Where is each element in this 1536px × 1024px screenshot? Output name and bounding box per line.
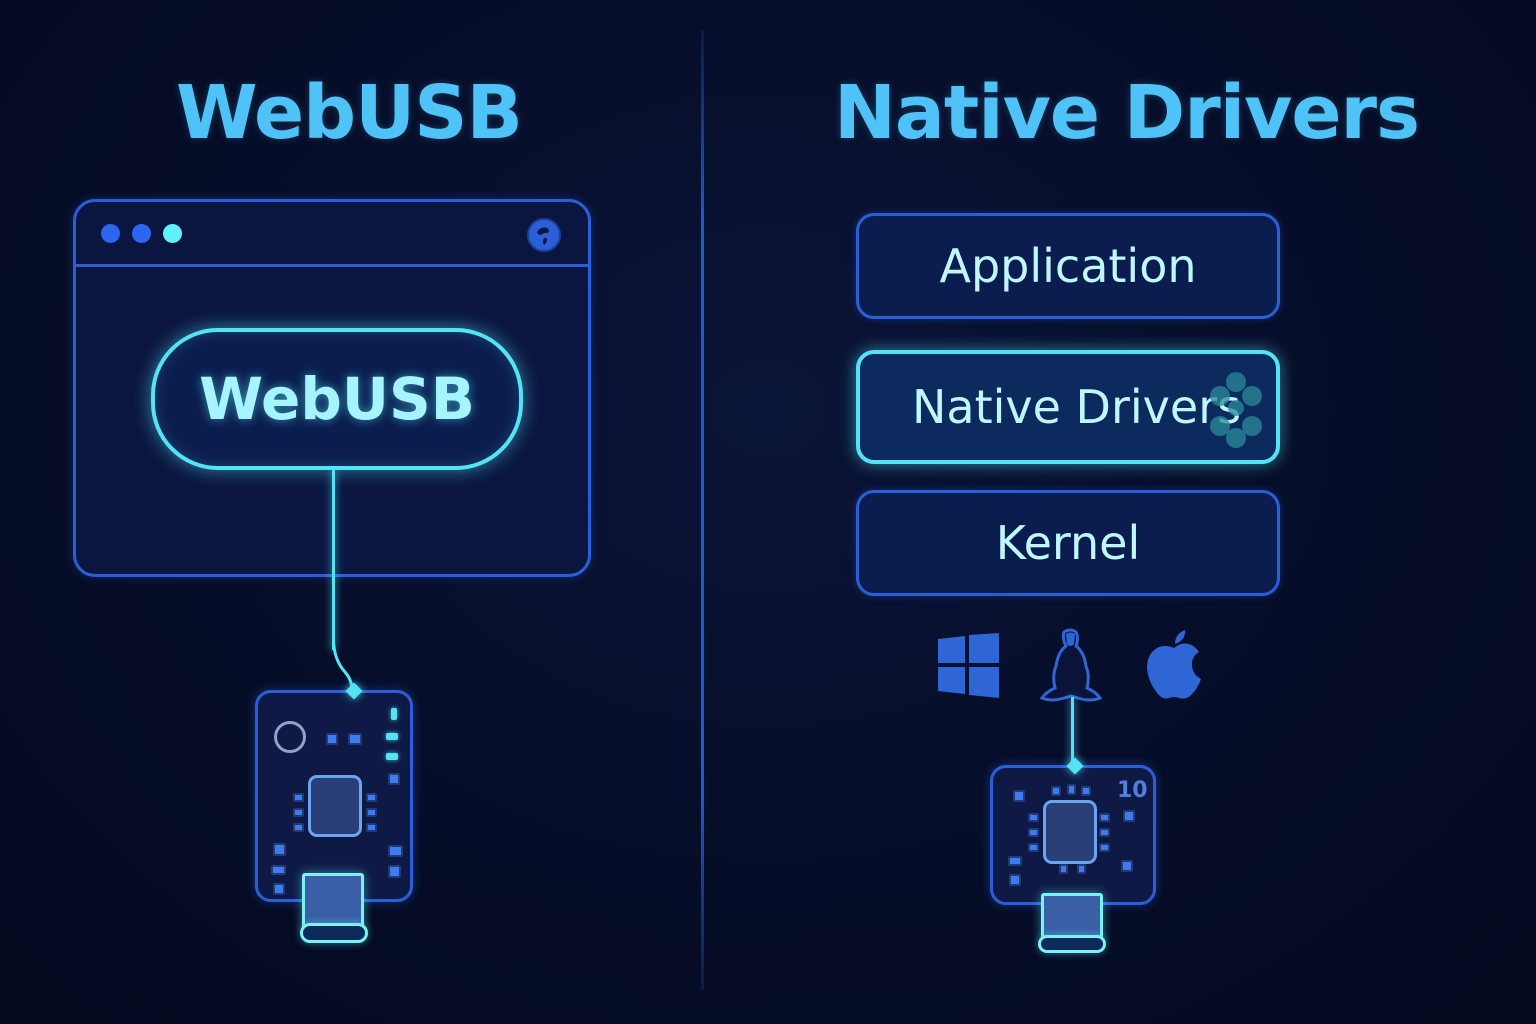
connection-wire-curve — [332, 640, 354, 690]
pad — [1009, 874, 1021, 886]
pad — [1123, 810, 1135, 822]
pad — [271, 865, 286, 875]
pad — [388, 845, 403, 857]
pad — [366, 793, 377, 802]
pad — [1067, 784, 1076, 795]
pad — [1051, 786, 1061, 796]
led-indicator — [386, 733, 398, 740]
pad — [1121, 860, 1133, 872]
panel-divider — [701, 30, 704, 990]
pad — [273, 843, 286, 856]
linux-icon — [1039, 628, 1103, 702]
pad — [1081, 786, 1091, 796]
pad — [293, 808, 304, 817]
usb-connector — [302, 873, 364, 929]
processor-chip — [308, 775, 362, 837]
pad — [1099, 828, 1110, 837]
pad — [348, 733, 362, 745]
board-marking: 10 — [1117, 778, 1148, 803]
webusb-api-pill[interactable]: WebUSB — [151, 328, 523, 470]
pad — [388, 773, 400, 785]
pad — [1099, 843, 1110, 852]
pad — [1099, 813, 1110, 822]
pad — [293, 823, 304, 832]
processor-chip — [1043, 800, 1097, 864]
layer-native-drivers[interactable]: Native Drivers — [856, 350, 1280, 464]
apple-icon — [1147, 630, 1201, 699]
native-drivers-title: Native Drivers — [834, 70, 1420, 156]
usb-connector-tip — [300, 923, 368, 943]
layer-application[interactable]: Application — [856, 213, 1280, 319]
mount-hole — [274, 721, 306, 753]
pad — [1028, 813, 1039, 822]
pad — [366, 808, 377, 817]
browser-title-bar — [76, 202, 588, 267]
pad — [293, 793, 304, 802]
pad — [326, 733, 338, 745]
pad — [388, 865, 401, 878]
connection-wire — [1071, 697, 1074, 763]
pad — [1059, 864, 1068, 874]
connector-node — [1066, 757, 1084, 775]
connection-wire — [332, 470, 335, 650]
pad — [1008, 856, 1022, 866]
windows-icon — [938, 633, 999, 698]
window-dot-1[interactable] — [101, 224, 120, 243]
webusb-title: WebUSB — [176, 70, 523, 156]
pad — [1028, 843, 1039, 852]
window-dot-2[interactable] — [132, 224, 151, 243]
pad — [1077, 864, 1086, 874]
usb-connector — [1041, 893, 1103, 941]
driver-puzzle-icon — [1210, 372, 1262, 448]
usb-device-board — [255, 682, 413, 902]
layer-kernel[interactable]: Kernel — [856, 490, 1280, 596]
usb-connector-tip — [1038, 935, 1106, 953]
pad — [273, 883, 285, 895]
globe-icon — [527, 218, 561, 252]
window-dot-3[interactable] — [163, 224, 182, 243]
usb-device-board: 10 — [990, 757, 1156, 905]
pad — [1013, 790, 1025, 802]
pad — [1028, 828, 1039, 837]
browser-window: WebUSB — [73, 199, 591, 577]
led-indicator — [391, 708, 397, 720]
led-indicator — [386, 753, 398, 760]
pad — [366, 823, 377, 832]
layer-native-drivers-label: Native Drivers — [912, 380, 1242, 434]
